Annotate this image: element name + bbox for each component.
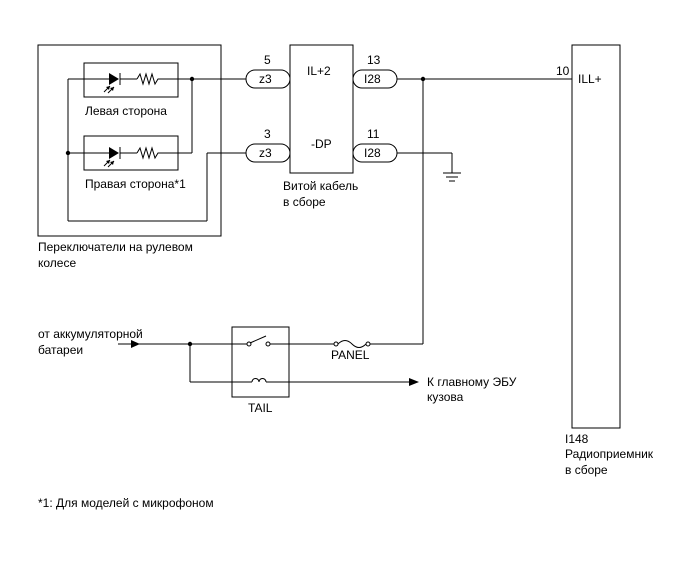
right-switch-label: Правая сторона*1 [85, 177, 186, 191]
radio-connector-label: I148 [565, 432, 589, 446]
spiral-cable-label-line1: Витой кабель [283, 179, 358, 193]
radio-terminal-ill: ILL+ [578, 72, 602, 86]
ecu-feed-wiring [289, 378, 419, 386]
tail-relay-box [231, 326, 290, 398]
ground-icon [443, 172, 461, 182]
right-led-icon [84, 147, 137, 168]
battery-source-line2: батареи [38, 343, 83, 357]
connector-z3-top [245, 69, 291, 89]
connector-i28-top-label: I28 [364, 72, 381, 86]
left-switch-box [83, 62, 179, 98]
junction-dot [420, 76, 426, 82]
switch-assembly-label-line2: колесе [38, 256, 76, 270]
ecu-label-line1: К главному ЭБУ [427, 375, 517, 389]
panel-fuse-icon [289, 340, 423, 348]
junction-dot [189, 76, 195, 82]
left-resistor-icon [136, 72, 178, 86]
spiral-terminal-bottom: -DP [311, 137, 332, 151]
switch-internal-wiring [67, 78, 246, 222]
radio-label-line2: в сборе [565, 463, 608, 477]
radio-label-line1: Радиоприемник [565, 447, 654, 461]
left-led-icon [84, 73, 137, 94]
fuse-label: PANEL [331, 348, 370, 362]
connector-z3-bottom-label: z3 [259, 146, 272, 160]
junction-dot [65, 150, 71, 156]
battery-source-line1: от аккумуляторной [38, 327, 143, 341]
connector-i28-bottom-label: I28 [364, 146, 381, 160]
right-resistor-icon [136, 146, 178, 160]
connector-z3-top-label: z3 [259, 72, 272, 86]
pin-3: 3 [264, 127, 271, 141]
pin-11: 11 [367, 127, 380, 141]
relay-contact-icon [232, 335, 289, 347]
left-switch-label: Левая сторона [85, 104, 167, 118]
pin-10: 10 [556, 64, 570, 78]
connector-z3-bottom [245, 143, 291, 163]
junction-dot [187, 341, 193, 347]
spiral-cable-label-line2: в сборе [283, 195, 326, 209]
spiral-cable-box [289, 44, 354, 174]
ecu-label-line2: кузова [427, 390, 464, 404]
pin-5: 5 [264, 53, 271, 67]
relay-label: TAIL [248, 401, 273, 415]
relay-coil-icon [232, 378, 289, 383]
radio-receiver-box [571, 44, 621, 429]
spiral-terminal-top: IL+2 [307, 64, 331, 78]
illumination-wiring [397, 78, 572, 344]
footnote: *1: Для моделей с микрофоном [38, 496, 214, 510]
battery-feed-wiring [118, 340, 232, 383]
switch-assembly-label-line1: Переключатели на рулевом [38, 240, 193, 254]
pin-13: 13 [367, 53, 381, 67]
